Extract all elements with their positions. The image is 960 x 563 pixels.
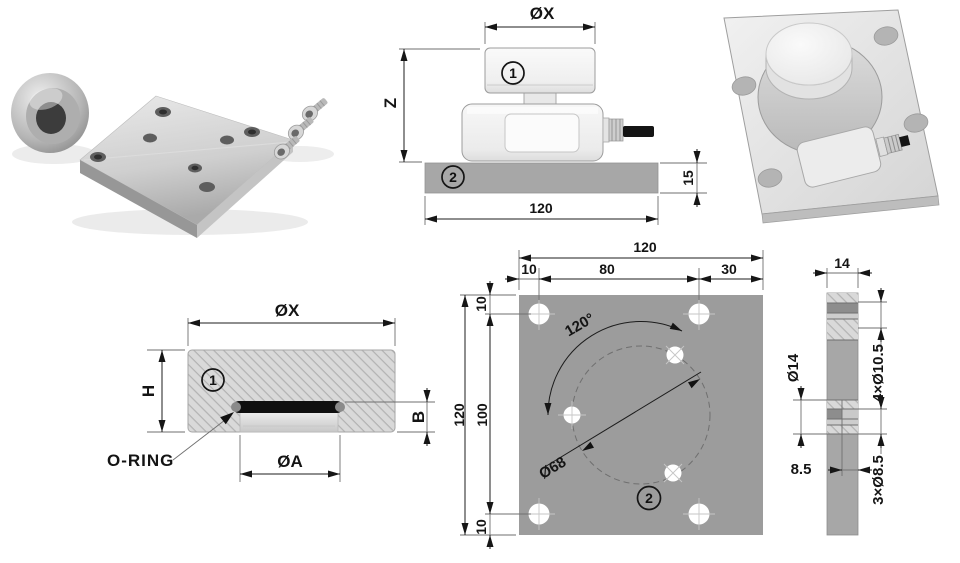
o-ring-shape (233, 401, 343, 413)
thickness-14-text: 14 (834, 255, 850, 271)
left-100-text: 100 (474, 403, 490, 427)
h-text: H (139, 385, 158, 397)
section-view-drawing: 1 ØX H B ØA O-RING (107, 301, 435, 482)
top-120-text: 120 (633, 239, 657, 255)
dim-dia-x: ØX (484, 4, 596, 44)
thickness-15-text: 15 (680, 170, 696, 186)
assembly-3d-render (723, 9, 940, 224)
dim-4x10-5: 4×Ø10.5 (858, 288, 887, 402)
width-120-text: 120 (529, 200, 553, 216)
photo-mounting-plate (79, 95, 294, 238)
part-marker-2: 2 (636, 485, 662, 511)
plan-view-drawing: 120° Ø68 2 120 10 80 30 120 100 (451, 239, 764, 549)
dia-x-text: ØX (275, 301, 300, 320)
right-30-text: 30 (721, 261, 737, 277)
part2-label: 2 (645, 490, 653, 506)
part1-label: 1 (209, 372, 217, 388)
depth-8-5-text: 8.5 (791, 461, 812, 478)
plan-plate (519, 295, 763, 535)
dim-top-left-10: 10 (473, 281, 494, 314)
dim-bottom-left-10: 10 (473, 514, 494, 549)
dim-left-100: 100 (474, 313, 531, 515)
corner-holes (523, 298, 715, 530)
part-marker-1: 1 (201, 368, 225, 392)
left-10-text: 10 (521, 261, 537, 277)
holes-3x8-5-text: 3×Ø8.5 (870, 455, 887, 505)
part1-label: 1 (509, 65, 517, 81)
side-view-drawing: 1 2 ØX Z 15 120 (381, 4, 707, 225)
photo-load-button (11, 73, 89, 153)
dim-h: H (139, 349, 185, 433)
photo-screws (273, 98, 328, 160)
dim-dia-x: ØX (187, 301, 396, 346)
holes-4x10-5-text: 4×Ø10.5 (870, 344, 887, 402)
dim-120: 120 (424, 196, 659, 225)
dim-b: B (345, 388, 435, 446)
dim-15: 15 (660, 149, 707, 207)
dia-x-text: ØX (530, 4, 555, 23)
cable-gland (608, 118, 624, 142)
edge-top-feature (827, 293, 858, 341)
photo-plate-holes (90, 107, 260, 192)
part-marker-1: 1 (501, 61, 525, 85)
dim-top-120: 120 (518, 239, 764, 290)
dim-dia-14: Ø14 (785, 353, 827, 448)
parts-photo (11, 73, 334, 238)
render-corner-holes (731, 26, 929, 188)
side-load-button (484, 47, 596, 94)
cable (623, 126, 654, 137)
render-load-button (765, 22, 853, 86)
b-text: B (409, 411, 428, 423)
o-ring-text: O-RING (107, 451, 174, 470)
bottom-10-text: 10 (473, 519, 489, 535)
cable-gland-flange (602, 117, 610, 143)
side-load-cell (461, 92, 654, 162)
render-cable (899, 135, 911, 148)
dia-a-text: ØA (277, 452, 303, 471)
part2-label: 2 (449, 169, 457, 185)
dim-row-10-80-30: 10 80 30 (505, 261, 763, 300)
span-80-text: 80 (599, 261, 615, 277)
part-marker-2: 2 (441, 165, 465, 189)
render-cable-gland (875, 133, 911, 157)
dim-left-120: 120 (451, 294, 516, 536)
edge-view-drawing: 14 Ø14 4×Ø10.5 8.5 3×Ø8.5 (785, 255, 887, 536)
dim-dia-a: ØA (239, 435, 341, 482)
dim-3x8-5: 3×Ø8.5 (858, 395, 887, 505)
left-120-text: 120 (451, 403, 467, 427)
dim-14: 14 (813, 255, 872, 288)
dim-8-5: 8.5 (791, 434, 872, 478)
o-ring-callout: O-RING (107, 412, 234, 470)
edge-middle-feature (827, 399, 858, 435)
section-button (187, 349, 396, 433)
dia-14-text: Ø14 (785, 353, 802, 382)
top-10-text: 10 (473, 296, 489, 312)
render-load-cell (757, 22, 911, 188)
z-text: Z (381, 98, 400, 108)
dim-z: Z (381, 48, 480, 163)
